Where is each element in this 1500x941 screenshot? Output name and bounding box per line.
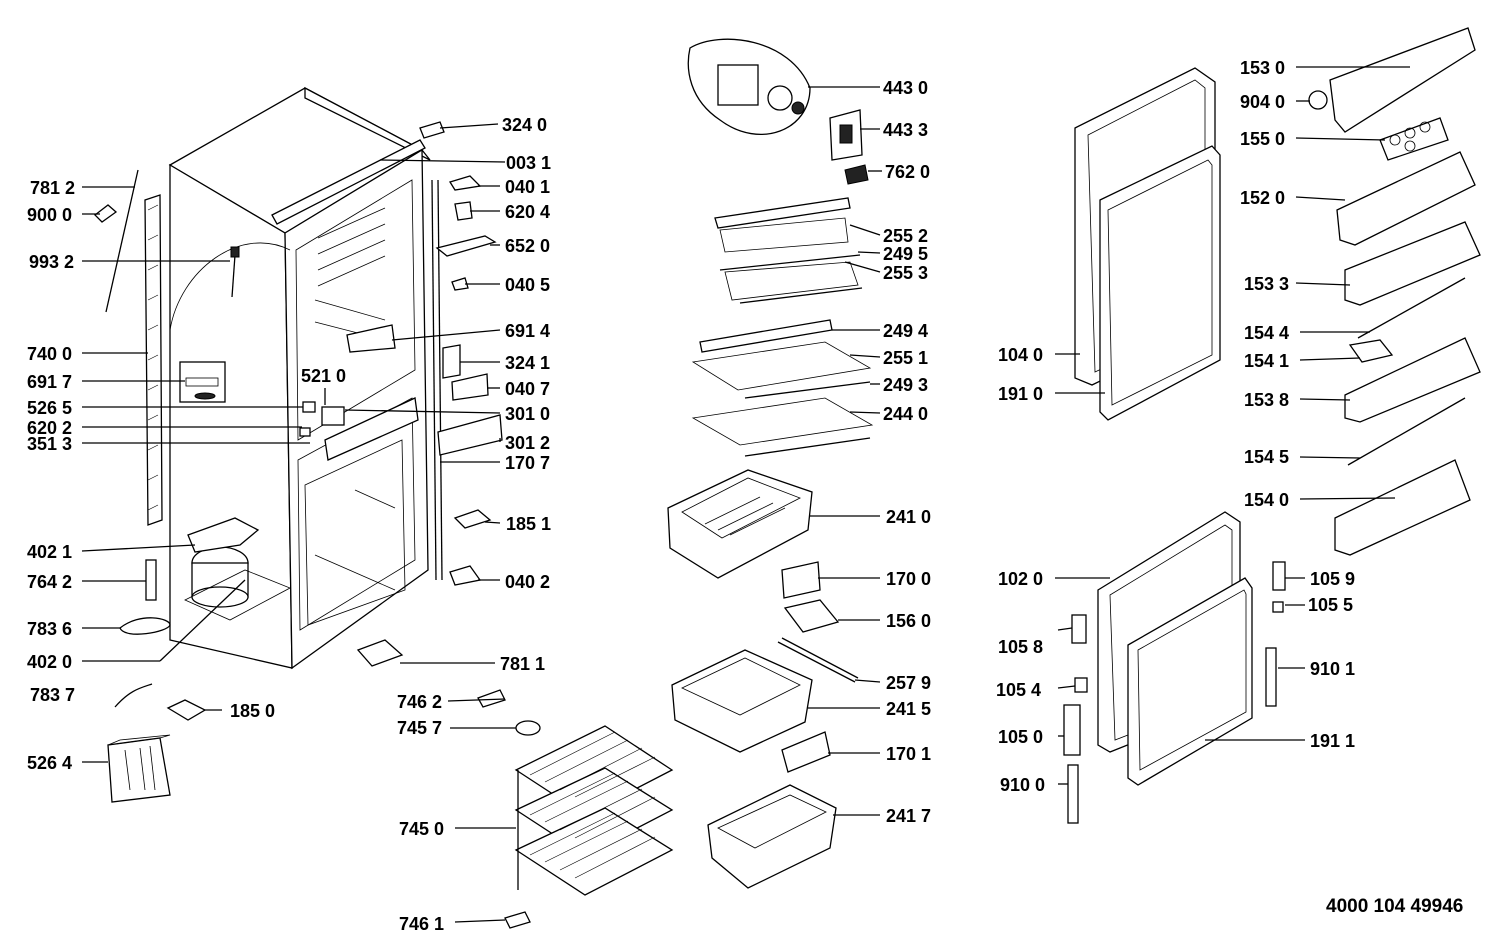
label-746-2: 746 2 <box>397 692 442 712</box>
label-781-2: 781 2 <box>30 178 75 198</box>
label-783-6: 783 6 <box>27 619 72 639</box>
label-402-1: 402 1 <box>27 542 72 562</box>
label-762-0: 762 0 <box>885 162 930 182</box>
label-324-1: 324 1 <box>505 353 550 373</box>
label-154-0: 154 0 <box>1244 490 1289 510</box>
label-521-0: 521 0 <box>301 366 346 386</box>
shelves-and-drawers <box>477 38 874 929</box>
label-185-0: 185 0 <box>230 701 275 721</box>
label-191-0: 191 0 <box>998 384 1043 404</box>
doors-and-bins <box>1063 27 1481 824</box>
label-443-3: 443 3 <box>883 120 928 140</box>
part-labels: 324 0 003 1 781 2 040 1 900 0 620 4 652 … <box>27 58 1463 934</box>
document-code: 4000 104 49946 <box>1326 896 1463 917</box>
label-170-1: 170 1 <box>886 744 931 764</box>
label-900-0: 900 0 <box>27 205 72 225</box>
label-993-2: 993 2 <box>29 252 74 272</box>
label-040-7: 040 7 <box>505 379 550 399</box>
label-745-7: 745 7 <box>397 718 442 738</box>
label-691-7: 691 7 <box>27 372 72 392</box>
label-241-0: 241 0 <box>886 507 931 527</box>
label-781-1: 781 1 <box>500 654 545 674</box>
label-255-1: 255 1 <box>883 348 928 368</box>
label-301-0: 301 0 <box>505 404 550 424</box>
label-102-0: 102 0 <box>998 569 1043 589</box>
label-153-3: 153 3 <box>1244 274 1289 294</box>
label-105-5: 105 5 <box>1308 595 1353 615</box>
label-652-0: 652 0 <box>505 236 550 256</box>
label-003-1: 003 1 <box>506 153 551 173</box>
label-402-0: 402 0 <box>27 652 72 672</box>
label-153-8: 153 8 <box>1244 390 1289 410</box>
label-910-1: 910 1 <box>1310 659 1355 679</box>
label-910-0: 910 0 <box>1000 775 1045 795</box>
label-249-4: 249 4 <box>883 321 928 341</box>
label-526-4: 526 4 <box>27 753 72 773</box>
label-783-7: 783 7 <box>30 685 75 705</box>
label-255-3: 255 3 <box>883 263 928 283</box>
label-152-0: 152 0 <box>1240 188 1285 208</box>
leader-lines <box>81 66 1410 923</box>
label-155-0: 155 0 <box>1240 129 1285 149</box>
label-040-5: 040 5 <box>505 275 550 295</box>
label-526-5: 526 5 <box>27 398 72 418</box>
label-104-0: 104 0 <box>998 345 1043 365</box>
label-691-4: 691 4 <box>505 321 550 341</box>
label-153-0: 153 0 <box>1240 58 1285 78</box>
label-154-1: 154 1 <box>1244 351 1289 371</box>
label-764-2: 764 2 <box>27 572 72 592</box>
label-241-7: 241 7 <box>886 806 931 826</box>
label-191-1: 191 1 <box>1310 731 1355 751</box>
label-105-0: 105 0 <box>998 727 1043 747</box>
label-255-2: 255 2 <box>883 226 928 246</box>
fridge-cabinet <box>94 86 503 803</box>
label-156-0: 156 0 <box>886 611 931 631</box>
label-040-1: 040 1 <box>505 177 550 197</box>
label-170-7: 170 7 <box>505 453 550 473</box>
label-620-4: 620 4 <box>505 202 550 222</box>
label-249-5: 249 5 <box>883 244 928 264</box>
label-443-0: 443 0 <box>883 78 928 98</box>
label-351-3: 351 3 <box>27 434 72 454</box>
label-241-5: 241 5 <box>886 699 931 719</box>
label-249-3: 249 3 <box>883 375 928 395</box>
label-105-4: 105 4 <box>996 680 1041 700</box>
label-154-4: 154 4 <box>1244 323 1289 343</box>
label-746-1: 746 1 <box>399 914 444 934</box>
label-620-2: 620 2 <box>27 418 72 438</box>
label-105-8: 105 8 <box>998 637 1043 657</box>
label-904-0: 904 0 <box>1240 92 1285 112</box>
label-154-5: 154 5 <box>1244 447 1289 467</box>
label-244-0: 244 0 <box>883 404 928 424</box>
label-324-0: 324 0 <box>502 115 547 135</box>
label-740-0: 740 0 <box>27 344 72 364</box>
label-745-0: 745 0 <box>399 819 444 839</box>
label-170-0: 170 0 <box>886 569 931 589</box>
label-185-1: 185 1 <box>506 514 551 534</box>
label-105-9: 105 9 <box>1310 569 1355 589</box>
label-040-2: 040 2 <box>505 572 550 592</box>
label-257-9: 257 9 <box>886 673 931 693</box>
label-301-2: 301 2 <box>505 433 550 453</box>
